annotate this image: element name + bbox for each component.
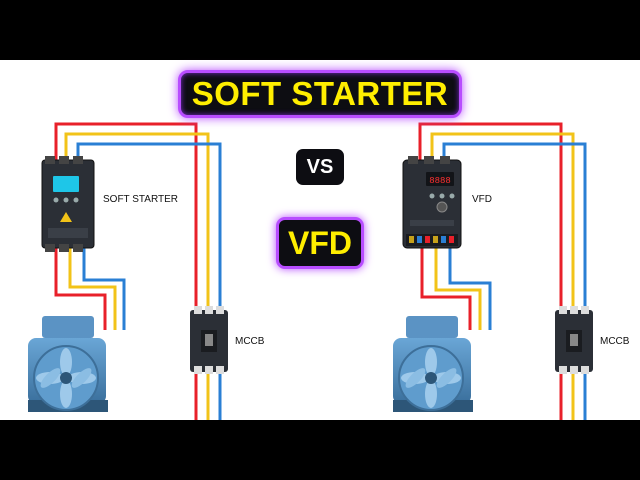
right-motor [393,316,473,412]
right-wire-blue-motor [448,246,492,330]
vs-badge: VS [296,149,344,185]
right-wire-blue [442,142,587,420]
left-wire-red [54,122,198,420]
soft-starter-device [41,156,95,252]
title-banner: SOFT STARTER [178,70,462,118]
left-wire-yellow-motor [68,246,117,330]
right-mccb-device [555,306,593,374]
soft-starter-label: SOFT STARTER [103,194,179,205]
letterbox-top [0,0,640,60]
vfd-knob-icon [436,201,448,213]
left-wire-red-motor [54,246,107,330]
right-wire-red-motor [420,246,472,330]
right-wire-yellow [430,132,575,420]
left-wire-yellow [64,132,210,420]
left-mccb-label: MCCB [235,336,265,347]
motor-fan-icon [36,348,96,408]
vfd-display [426,172,454,186]
right-wire-yellow-motor [434,246,482,330]
vs-text: VS [306,155,334,178]
subtitle-banner: VFD [276,217,364,269]
left-wires [54,122,222,420]
left-mccb-device [190,306,228,374]
left-motor [28,316,108,412]
soft-starter-display [53,176,79,192]
right-wire-red [418,122,563,420]
svg-text:8888: 8888 [429,176,451,186]
title-text: SOFT STARTER [191,75,449,112]
motor-fan-icon [401,348,461,408]
vfd-device: 8888 [402,156,462,249]
right-wires [418,122,587,420]
wiring-diagram: 8888 [28,122,593,420]
left-wire-blue-motor [82,246,126,330]
letterbox-bottom [0,420,640,480]
right-mccb-label: MCCB [600,336,630,347]
vfd-label: VFD [472,194,492,205]
diagram-canvas: 8888 [0,60,640,420]
warning-icon [60,212,72,222]
subtitle-text: VFD [288,224,352,261]
